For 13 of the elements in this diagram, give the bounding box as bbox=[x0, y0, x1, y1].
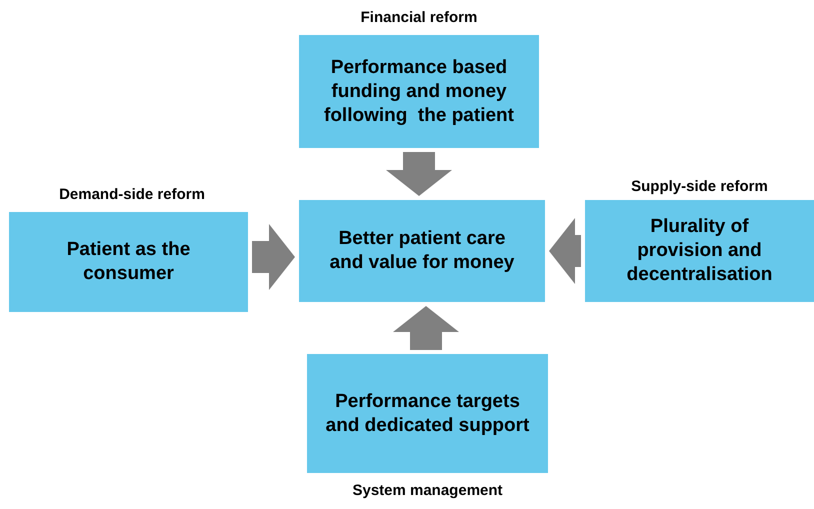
group-heading: Financial reform bbox=[360, 9, 478, 26]
process-box: Plurality of provision and decentralisation bbox=[585, 200, 814, 302]
block-arrow bbox=[386, 152, 452, 196]
process-box: Better patient care and value for money bbox=[299, 200, 545, 302]
process-box: Performance targets and dedicated support bbox=[307, 354, 548, 473]
group-heading: Supply-side reform bbox=[630, 178, 769, 195]
block-arrow bbox=[549, 218, 581, 284]
process-box: Performance based funding and money following the patient bbox=[299, 35, 539, 148]
group-heading: Demand-side reform bbox=[58, 186, 206, 203]
process-box: Patient as the consumer bbox=[9, 212, 248, 312]
group-heading: System management bbox=[351, 482, 504, 499]
block-arrow bbox=[252, 224, 295, 290]
block-arrow bbox=[393, 306, 459, 350]
